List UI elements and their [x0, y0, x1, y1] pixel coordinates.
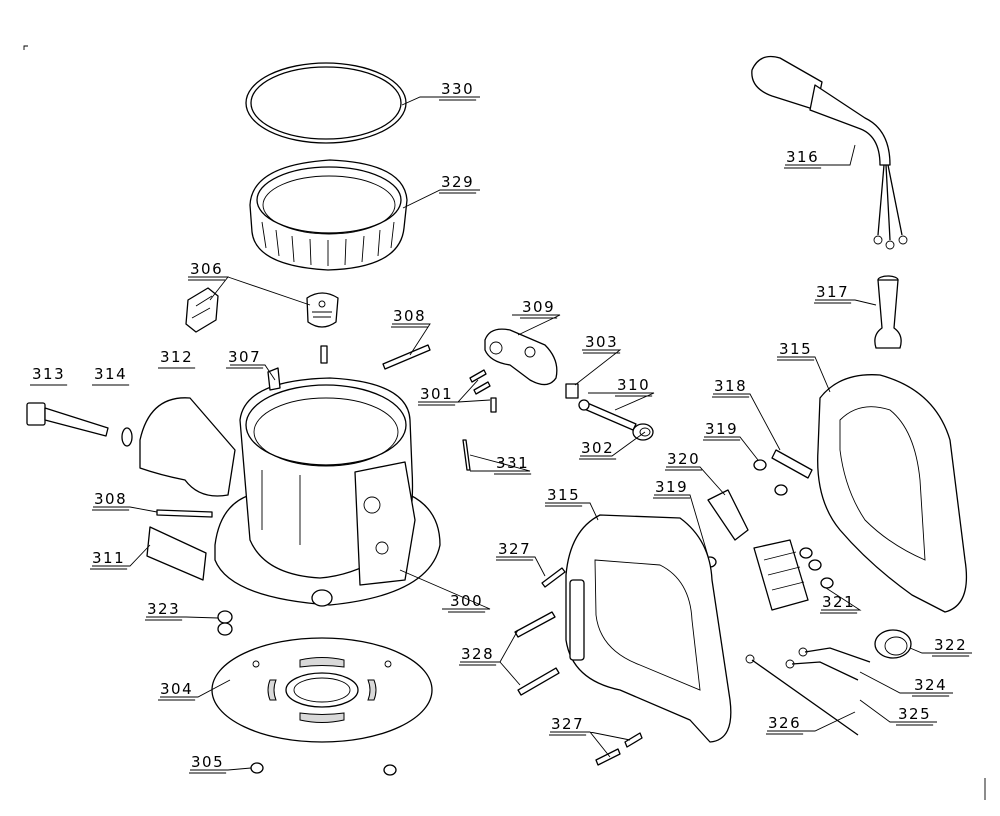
part-sub-base-screws [250, 762, 397, 776]
part-switch [707, 489, 809, 611]
part-label [462, 439, 471, 471]
callout-302: 302 [581, 439, 614, 457]
callout-310: 310 [617, 376, 650, 394]
part-nut [632, 423, 654, 441]
callout-308-lower: 308 [94, 490, 127, 508]
part-cord-protector [874, 275, 902, 349]
callout-326: 326 [768, 714, 801, 732]
callout-322: 322 [934, 636, 967, 654]
callout-327-upper: 327 [498, 540, 531, 558]
callout-303: 303 [585, 333, 618, 351]
part-handle-left [565, 514, 732, 743]
callout-324: 324 [914, 676, 947, 694]
part-bracket [771, 449, 813, 479]
part-screws-321 [799, 547, 834, 589]
callout-323: 323 [147, 600, 180, 618]
callout-318: 318 [714, 377, 747, 395]
leader-lines [92, 96, 972, 771]
callout-309: 309 [522, 298, 555, 316]
part-clip [565, 383, 579, 399]
callout-316: 316 [786, 148, 819, 166]
part-bolt [26, 402, 109, 437]
callout-315-right: 315 [779, 340, 812, 358]
part-wires [745, 647, 871, 736]
callout-314: 314 [94, 365, 127, 383]
callout-319-lower: 319 [655, 478, 688, 496]
callout-312: 312 [160, 348, 193, 366]
callout-329: 329 [441, 173, 474, 191]
callout-328: 328 [461, 645, 494, 663]
part-pin-lower [156, 509, 213, 518]
callout-311: 311 [92, 549, 125, 567]
part-clamp-lever [484, 328, 558, 386]
corner-mark [23, 45, 28, 50]
part-pins [469, 369, 497, 413]
part-screws-323 [217, 610, 233, 636]
callout-306: 306 [190, 260, 223, 278]
callout-301: 301 [420, 385, 453, 403]
callout-327-lower: 327 [551, 715, 584, 733]
part-ring-band [245, 62, 407, 144]
part-lock-lever [185, 287, 339, 364]
callout-labels: 330 329 306 308 309 303 307 313 314 312 … [30, 80, 970, 774]
part-base [214, 377, 441, 607]
callout-308-upper: 308 [393, 307, 426, 325]
part-chip-shield [139, 397, 236, 497]
callout-325: 325 [898, 705, 931, 723]
part-pin [382, 344, 431, 370]
part-screws-327-328 [514, 567, 643, 766]
callout-313: 313 [32, 365, 65, 383]
callout-331: 331 [496, 454, 529, 472]
part-adjustment-ring [249, 159, 408, 271]
part-strain-relief [874, 629, 912, 659]
callout-307: 307 [228, 348, 261, 366]
callout-300: 300 [450, 592, 483, 610]
callout-317: 317 [816, 283, 849, 301]
callout-320: 320 [667, 450, 700, 468]
callout-315-left: 315 [547, 486, 580, 504]
callout-321: 321 [822, 593, 855, 611]
part-cord [751, 55, 908, 250]
part-nameplate [146, 526, 207, 581]
part-handle-right [817, 374, 968, 613]
callout-305: 305 [191, 753, 224, 771]
callout-330: 330 [441, 80, 474, 98]
callout-319-upper: 319 [705, 420, 738, 438]
callout-304: 304 [160, 680, 193, 698]
part-washer [121, 427, 133, 447]
part-sub-base [211, 637, 433, 743]
